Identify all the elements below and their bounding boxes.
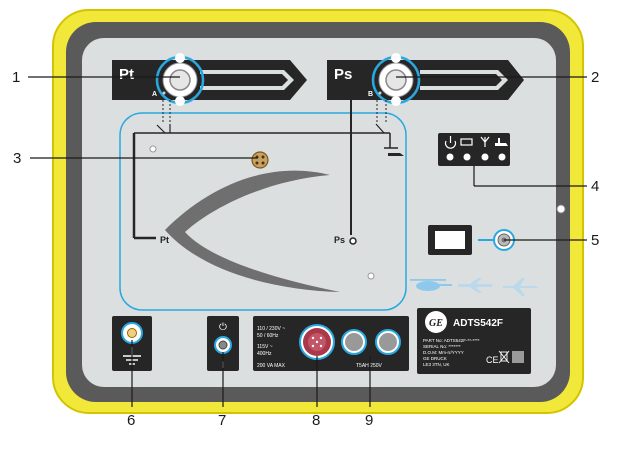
nameplate: GE ADTS542F PART No: ADTS542F-**-**** SE… xyxy=(417,308,531,374)
power-spec-line1: 110 / 230V ~ xyxy=(257,326,285,332)
led-battery xyxy=(463,153,471,161)
led-aircraft xyxy=(498,153,506,161)
airliner-icon xyxy=(458,278,492,293)
ps-port[interactable]: B xyxy=(368,53,421,106)
power-spec-line4: 400Hz xyxy=(257,351,272,357)
power-toggle-switch[interactable] xyxy=(214,336,232,354)
schematic-screw xyxy=(149,145,157,153)
callout-number: 3 xyxy=(13,150,21,167)
led-antenna xyxy=(481,153,489,161)
status-led-panel xyxy=(438,133,510,166)
aux-connector[interactable] xyxy=(251,151,269,169)
front-panel xyxy=(82,38,556,387)
pt-port[interactable]: A xyxy=(152,53,205,106)
fuse-rating: T5AH 250V xyxy=(356,363,383,369)
part-number: PART No: ADTS542F-**-**** xyxy=(423,338,480,343)
panel-screw xyxy=(556,204,566,214)
pt-outlet-label: Pt xyxy=(160,235,169,245)
weee-bin-icon xyxy=(498,350,510,364)
battery-led-icon xyxy=(460,138,473,146)
power-inlet-connector[interactable] xyxy=(299,324,335,360)
ce-mark: CE xyxy=(486,355,499,365)
ge-logo xyxy=(425,311,447,333)
callout-number: 9 xyxy=(365,412,373,429)
callout-number: 2 xyxy=(591,69,599,86)
power-spec-line5: 200 VA MAX xyxy=(257,363,286,369)
schematic-outline xyxy=(119,112,407,311)
display-screen xyxy=(435,231,465,249)
pt-label: Pt xyxy=(119,66,134,83)
valve-schematic xyxy=(132,100,398,240)
swoosh-logo xyxy=(165,170,340,292)
aircraft-led-icon xyxy=(495,138,508,146)
fuse-holder-1[interactable] xyxy=(341,329,367,355)
maker-name: GE DRUCK xyxy=(423,356,447,361)
ps-label: Ps xyxy=(334,66,352,83)
ps-outlet-circle xyxy=(349,237,357,245)
power-switch-panel: ⏻ I xyxy=(207,316,239,371)
power-spec-line3: 115V ~ xyxy=(257,344,273,350)
plate-sticker xyxy=(512,351,524,363)
callout-number: 1 xyxy=(12,69,20,86)
callout-number: 7 xyxy=(218,412,226,429)
callout-number: 4 xyxy=(591,178,599,195)
fuse-holder-2[interactable] xyxy=(375,329,401,355)
power-led-icon xyxy=(444,136,457,149)
callout-number: 6 xyxy=(127,412,135,429)
fighter-icon xyxy=(503,278,540,296)
callout-number: 8 xyxy=(312,412,320,429)
serial-number: SERIAL No: ******* xyxy=(423,344,461,349)
pt-port-letter: A xyxy=(152,91,157,98)
ge-logo-text: GE xyxy=(429,318,443,329)
model-name: ADTS542F xyxy=(453,318,503,329)
ps-outlet-label: Ps xyxy=(334,235,345,245)
schematic-screw xyxy=(367,272,375,280)
switch-on-symbol: ⏻ xyxy=(219,322,227,333)
ps-header: Ps xyxy=(327,60,524,100)
ps-port-letter: B xyxy=(368,91,373,98)
antenna-led-icon xyxy=(480,136,490,147)
maker-address: LE3 3TN, UK xyxy=(423,362,450,367)
power-inlet-panel: 110 / 230V ~ 50 / 60Hz 115V ~ 400Hz 200 … xyxy=(253,316,409,371)
pt-header: Pt xyxy=(112,60,307,100)
aircraft-mini-icon xyxy=(388,153,404,156)
led-power xyxy=(446,153,454,161)
date-of-manufacture: D.O.M: Mm-rr/YYYY xyxy=(423,350,464,355)
power-spec-line2: 50 / 60Hz xyxy=(257,333,279,339)
callout-leaders xyxy=(28,76,587,407)
callout-number: 5 xyxy=(591,232,599,249)
helicopter-icon xyxy=(410,279,452,291)
